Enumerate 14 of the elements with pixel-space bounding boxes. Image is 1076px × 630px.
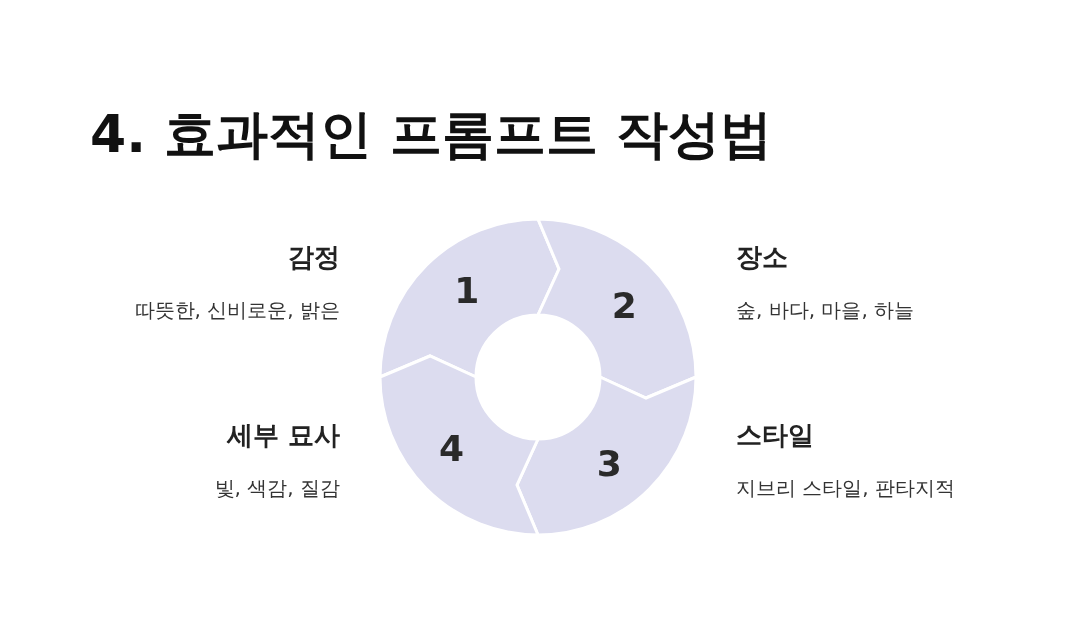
segment-heading: 세부 묘사 [226,419,340,452]
segment-description: 지브리 스타일, 판타지적 [736,475,956,502]
segment-description: 빛, 색감, 질감 [214,475,340,502]
segment-description: 따뜻한, 신비로운, 밝은 [134,297,340,324]
segment-description: 숲, 바다, 마을, 하늘 [736,297,915,324]
segment-heading: 스타일 [736,419,814,452]
step-number: 1 [454,270,480,312]
title: 4. 효과적인 프롬프트 작성법 [90,103,773,166]
step-number: 2 [611,285,637,327]
ring-segment [378,354,540,537]
segment-heading: 장소 [736,241,788,274]
step-number: 4 [439,427,465,469]
step-number: 3 [596,442,622,484]
segment-heading: 감정 [288,241,340,274]
